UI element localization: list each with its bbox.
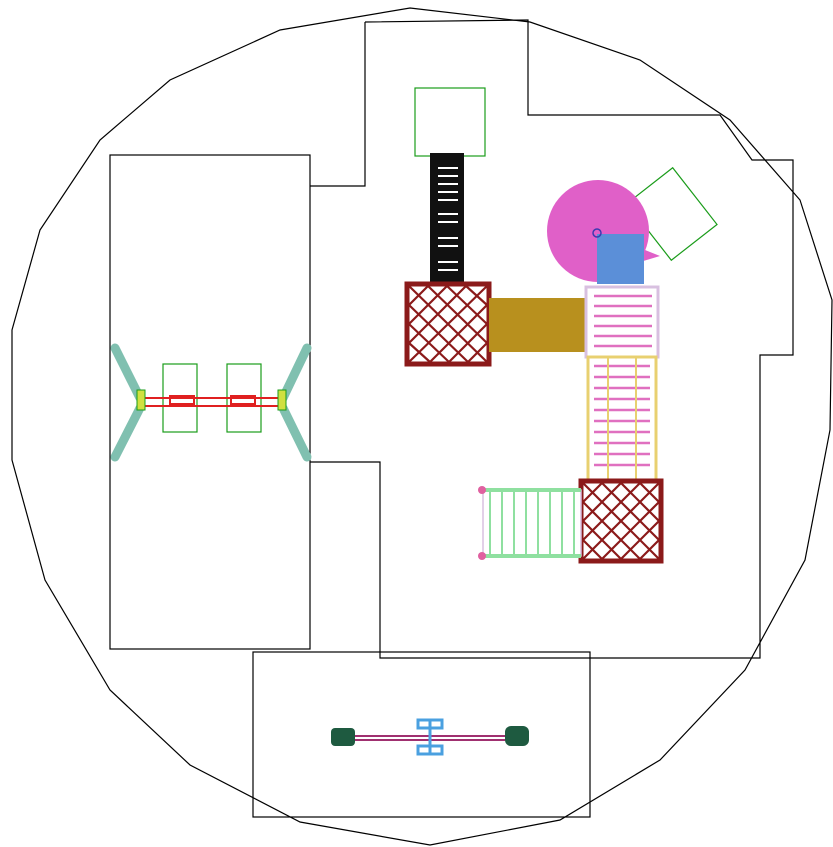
- play-area-outline-top: [310, 22, 366, 187]
- panel: [597, 234, 644, 284]
- swing-bracket: [136, 389, 146, 411]
- upper-deck: [404, 281, 492, 367]
- swing-leg: [110, 343, 145, 403]
- seesaw: [331, 718, 529, 756]
- ladder-zone: [414, 87, 486, 157]
- spinner: [547, 166, 718, 284]
- seesaw-seat: [331, 728, 355, 746]
- bridge: [489, 298, 586, 352]
- seesaw-zone: [252, 651, 591, 818]
- slide: [478, 486, 582, 560]
- swing-leg: [278, 403, 312, 462]
- spinner-zone: [626, 166, 718, 262]
- swing-zone: [109, 154, 311, 650]
- swing-leg: [278, 343, 312, 403]
- swing-seat: [169, 395, 195, 405]
- swing-seat: [230, 395, 256, 405]
- seesaw-seat: [505, 726, 529, 746]
- swing-bracket: [277, 389, 287, 411]
- ladder: [414, 87, 486, 288]
- stair-climber: [584, 285, 660, 482]
- swing-set: [110, 343, 312, 462]
- ladder-rungs: [438, 167, 458, 271]
- lower-deck: [578, 478, 664, 564]
- play-area-outline: [310, 19, 794, 659]
- swing-leg: [110, 403, 145, 462]
- site-boundary: [11, 7, 833, 846]
- ladder-body: [430, 153, 464, 288]
